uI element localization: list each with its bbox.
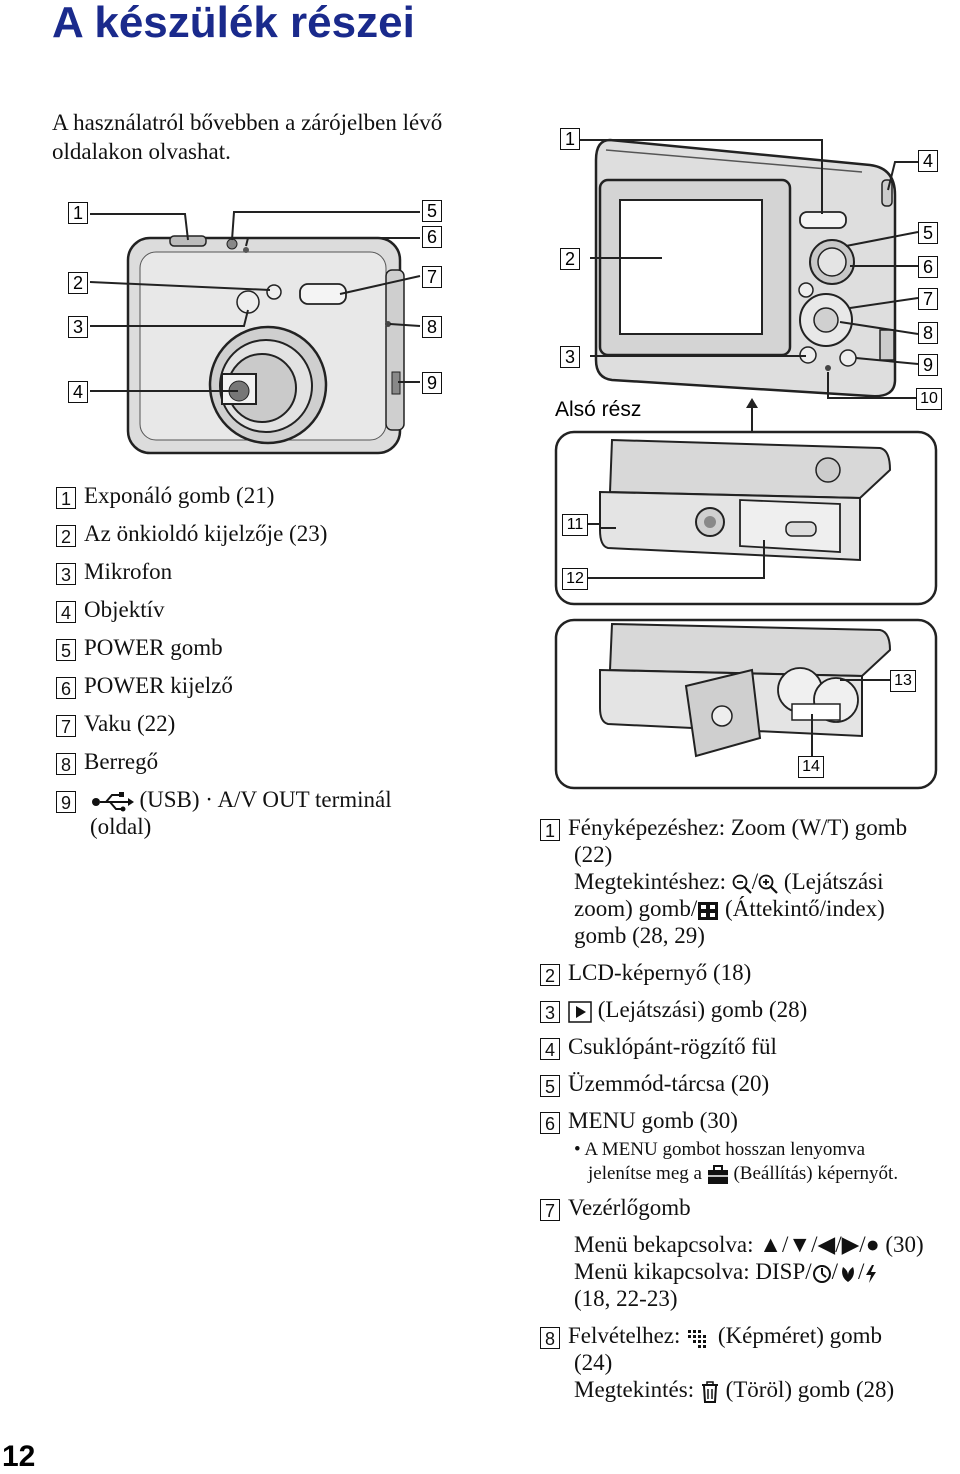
trash-icon xyxy=(701,1380,718,1403)
callout-front-1: 1 xyxy=(68,202,88,224)
zoom-out-icon xyxy=(732,874,752,894)
front-camera-illustration xyxy=(89,211,421,455)
back-camera-illustration xyxy=(570,138,919,399)
macro-icon xyxy=(842,1266,854,1282)
callout-front-2: 2 xyxy=(68,272,88,294)
callout-back-2: 2 xyxy=(560,248,580,270)
page-title: A készülék részei xyxy=(52,0,415,47)
zoom-in-icon xyxy=(758,874,778,894)
callout-back-1: 1 xyxy=(560,128,580,150)
usb-icon xyxy=(91,791,134,812)
callout-front-4: 4 xyxy=(68,381,88,403)
callout-front-5: 5 xyxy=(422,200,442,222)
callout-back-3: 3 xyxy=(560,346,580,368)
callout-bottom-13: 13 xyxy=(890,670,916,692)
index-icon xyxy=(698,901,719,920)
callout-bottom-12: 12 xyxy=(562,568,588,590)
callout-front-9: 9 xyxy=(422,372,442,394)
callout-back-8: 8 xyxy=(918,322,938,344)
playback-icon xyxy=(568,1000,592,1023)
image-size-icon xyxy=(688,1329,707,1348)
callout-back-10: 10 xyxy=(916,388,942,410)
callout-front-6: 6 xyxy=(422,226,442,248)
setup-icon xyxy=(707,1164,728,1184)
list-item: 3 (Lejátszási) gomb (28) xyxy=(540,996,958,1023)
list-item: 9 (USB) · A/V OUT terminál (oldal) xyxy=(56,786,476,840)
callout-back-6: 6 xyxy=(918,256,938,278)
bottom-view-illustration xyxy=(554,430,938,606)
battery-compartment-illustration xyxy=(554,618,938,790)
callout-back-9: 9 xyxy=(918,354,938,376)
callout-bottom-11: 11 xyxy=(562,514,588,536)
callout-front-8: 8 xyxy=(422,316,442,338)
callout-front-7: 7 xyxy=(422,266,442,288)
callout-front-3: 3 xyxy=(68,316,88,338)
flash-icon xyxy=(866,1264,877,1283)
intro-text: A használatról bővebben a zárójelben lév… xyxy=(52,110,443,164)
callout-back-7: 7 xyxy=(918,288,938,310)
bottom-view-label: Alsó rész xyxy=(555,398,642,421)
self-timer-icon xyxy=(812,1264,831,1283)
callout-bottom-14: 14 xyxy=(798,756,824,778)
callout-back-5: 5 xyxy=(918,222,938,244)
page-number: 12 xyxy=(2,1440,36,1473)
callout-back-4: 4 xyxy=(918,150,938,172)
camera-illustrations xyxy=(89,138,938,790)
